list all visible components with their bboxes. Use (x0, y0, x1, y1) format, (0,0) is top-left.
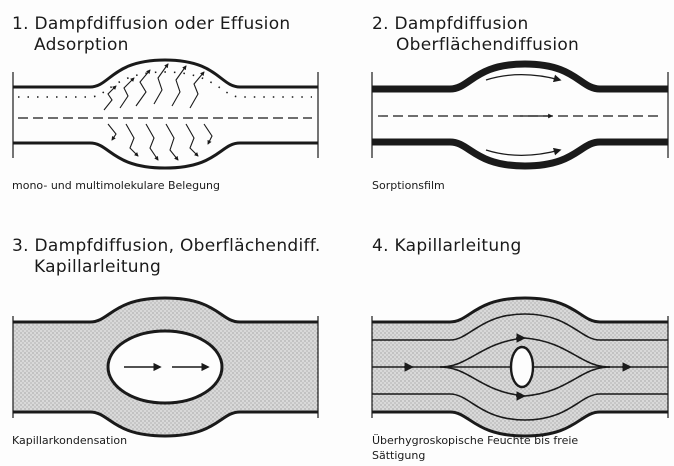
panel-3-diagram (13, 298, 318, 436)
panel-1-title-line1: 1. Dampfdiffusion oder Effusion (12, 14, 290, 34)
panel-4-caption-line2: Sättigung (372, 449, 425, 463)
panel-3-caption: Kapillarkondensation (12, 434, 127, 448)
panel-4-caption-line1: Überhygroskopische Feuchte bis freie (372, 434, 578, 448)
panel-4-vapor-bubble (511, 347, 533, 387)
panel-2-top-surface-arrow (486, 75, 560, 80)
panel-2-diagram (372, 64, 668, 166)
panel-2-bottom-surface-arrow (486, 150, 560, 155)
panel-1-caption: mono- und multimolekulare Belegung (12, 179, 220, 193)
panel-1-bottom-wall (13, 143, 318, 168)
panel-2-title-line1: 2. Dampfdiffusion (372, 14, 529, 34)
panel-1-adsorbed-layer (18, 72, 312, 97)
panel-2-caption: Sorptionsfilm (372, 179, 445, 193)
panel-1-top-wall (13, 60, 318, 87)
panel-2-title-line2: Oberflächendiffusion (396, 35, 579, 55)
panel-2-top-film (372, 64, 668, 89)
panel-3-title-line1: 3. Dampfdiffusion, Oberflächendiff. (12, 236, 321, 256)
panel-3-title-line2: Kapillarleitung (34, 257, 161, 277)
panel-1-diagram (13, 60, 318, 168)
panel-2-bottom-film (372, 142, 668, 166)
panel-1-title-line2: Adsorption (34, 35, 129, 55)
panel-4-title-line1: 4. Kapillarleitung (372, 236, 522, 256)
panel-1-molecule-paths-down (108, 124, 212, 160)
